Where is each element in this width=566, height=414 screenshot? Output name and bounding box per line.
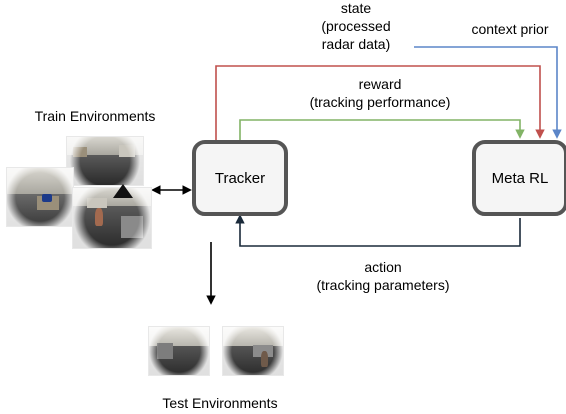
train-photo-1 (67, 137, 143, 185)
test-photo-2 (223, 327, 283, 375)
reward-label-line-2: (tracking performance) (309, 94, 451, 110)
train-photo-arrow-mark (113, 184, 133, 198)
action-label: action (tracking parameters) (298, 258, 468, 294)
action-edge (235, 214, 521, 247)
tracker-label: Tracker (214, 169, 266, 187)
train-environments-caption: Train Environments (34, 108, 156, 124)
state-label-line-2: (processed (321, 18, 391, 34)
tracker-node[interactable]: Tracker (192, 140, 288, 216)
test-photo-1 (149, 327, 209, 375)
test-environments-caption: Test Environments (162, 395, 278, 411)
train-photo-3 (73, 188, 151, 248)
context-prior-edge (414, 46, 562, 139)
reward-label: reward (tracking performance) (290, 75, 470, 111)
reward-edge (239, 119, 525, 140)
action-label-line-2: (tracking parameters) (316, 277, 450, 293)
state-label: state (processed radar data) (306, 0, 406, 53)
state-edge (215, 65, 545, 140)
action-label-line-1: action (364, 259, 402, 275)
state-label-line-1: state (340, 0, 372, 16)
train-photo-2 (7, 168, 73, 226)
meta-rl-node[interactable]: Meta RL (472, 140, 566, 216)
state-label-line-3: radar data) (321, 36, 391, 52)
meta-rl-label: Meta RL (491, 169, 549, 187)
context-prior-label: context prior (471, 21, 549, 37)
reward-label-line-1: reward (358, 76, 402, 92)
